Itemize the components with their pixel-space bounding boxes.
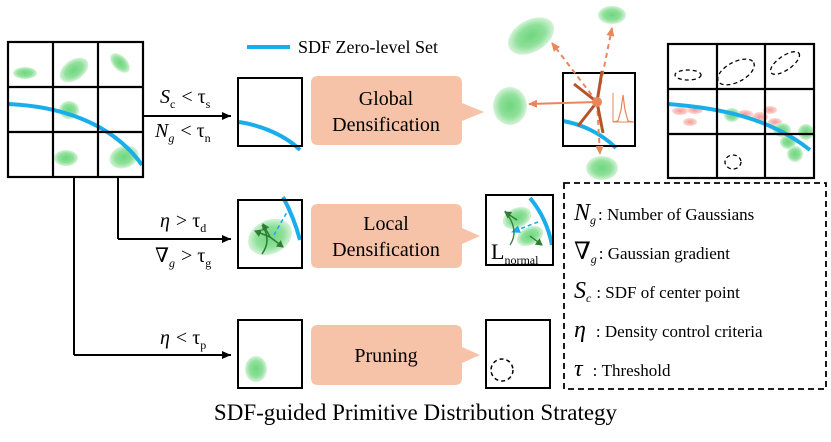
local-input-cell (237, 196, 303, 269)
gaussian (54, 150, 78, 166)
notation-item: τ: Threshold (574, 356, 671, 382)
prune-conditions: η< τp (160, 327, 206, 352)
condition-ng: Ng< τn (154, 120, 211, 145)
prune-input-cell (237, 319, 303, 389)
global-step-line2: Densification (332, 114, 440, 136)
prune-output-cell (485, 319, 551, 389)
global-output-cell (493, 6, 636, 180)
notation-list: Ng: Number of Gaussians ∇g: Gaussian gra… (573, 200, 763, 382)
local-densification-step: Local Densification (311, 204, 480, 268)
local-output-cell: Lnormal (485, 194, 554, 267)
figure-caption: SDF-guided Primitive Distribution Strate… (213, 400, 618, 425)
gaussian (586, 156, 618, 180)
branch-connectors (73, 112, 231, 359)
condition-grad: ∇g> τg (155, 245, 211, 270)
global-densification-step: Global Densification (311, 76, 484, 145)
local-conditions: η> τd ∇g> τg (155, 210, 211, 270)
notation-item: Sc: SDF of center point (574, 278, 740, 305)
pruned-gaussian (490, 358, 514, 382)
gaussian (507, 17, 555, 55)
notation-item: ∇g: Gaussian gradient (574, 239, 730, 266)
gaussian (110, 53, 130, 73)
local-step-line1: Local (363, 213, 409, 235)
global-input-cell (237, 77, 303, 152)
global-step-line1: Global (359, 88, 414, 110)
pruning-step-label: Pruning (354, 345, 417, 367)
gaussian (13, 67, 37, 79)
condition-sc: Sc< τs (160, 86, 211, 111)
pruning-step: Pruning (311, 325, 480, 385)
result-grid (666, 42, 816, 180)
local-step-line2: Densification (332, 239, 440, 261)
notation-item: η: Density control criteria (574, 317, 763, 343)
gaussian (59, 57, 89, 83)
sdf-zero-level-curve (7, 102, 144, 167)
gaussian (493, 87, 527, 125)
normal-loss-label: Lnormal (491, 239, 539, 267)
notation-item: Ng: Number of Gaussians (573, 200, 754, 227)
notation-box (563, 182, 827, 390)
legend-label: SDF Zero-level Set (298, 37, 438, 57)
global-conditions: Sc< τs Ng< τn (154, 86, 211, 145)
condition-prune: η< τp (160, 327, 206, 352)
legend: SDF Zero-level Set (247, 37, 438, 57)
gaussian (598, 6, 626, 24)
source-grid (6, 40, 145, 179)
gaussian (245, 356, 267, 382)
condition-eta: η> τd (160, 210, 206, 235)
